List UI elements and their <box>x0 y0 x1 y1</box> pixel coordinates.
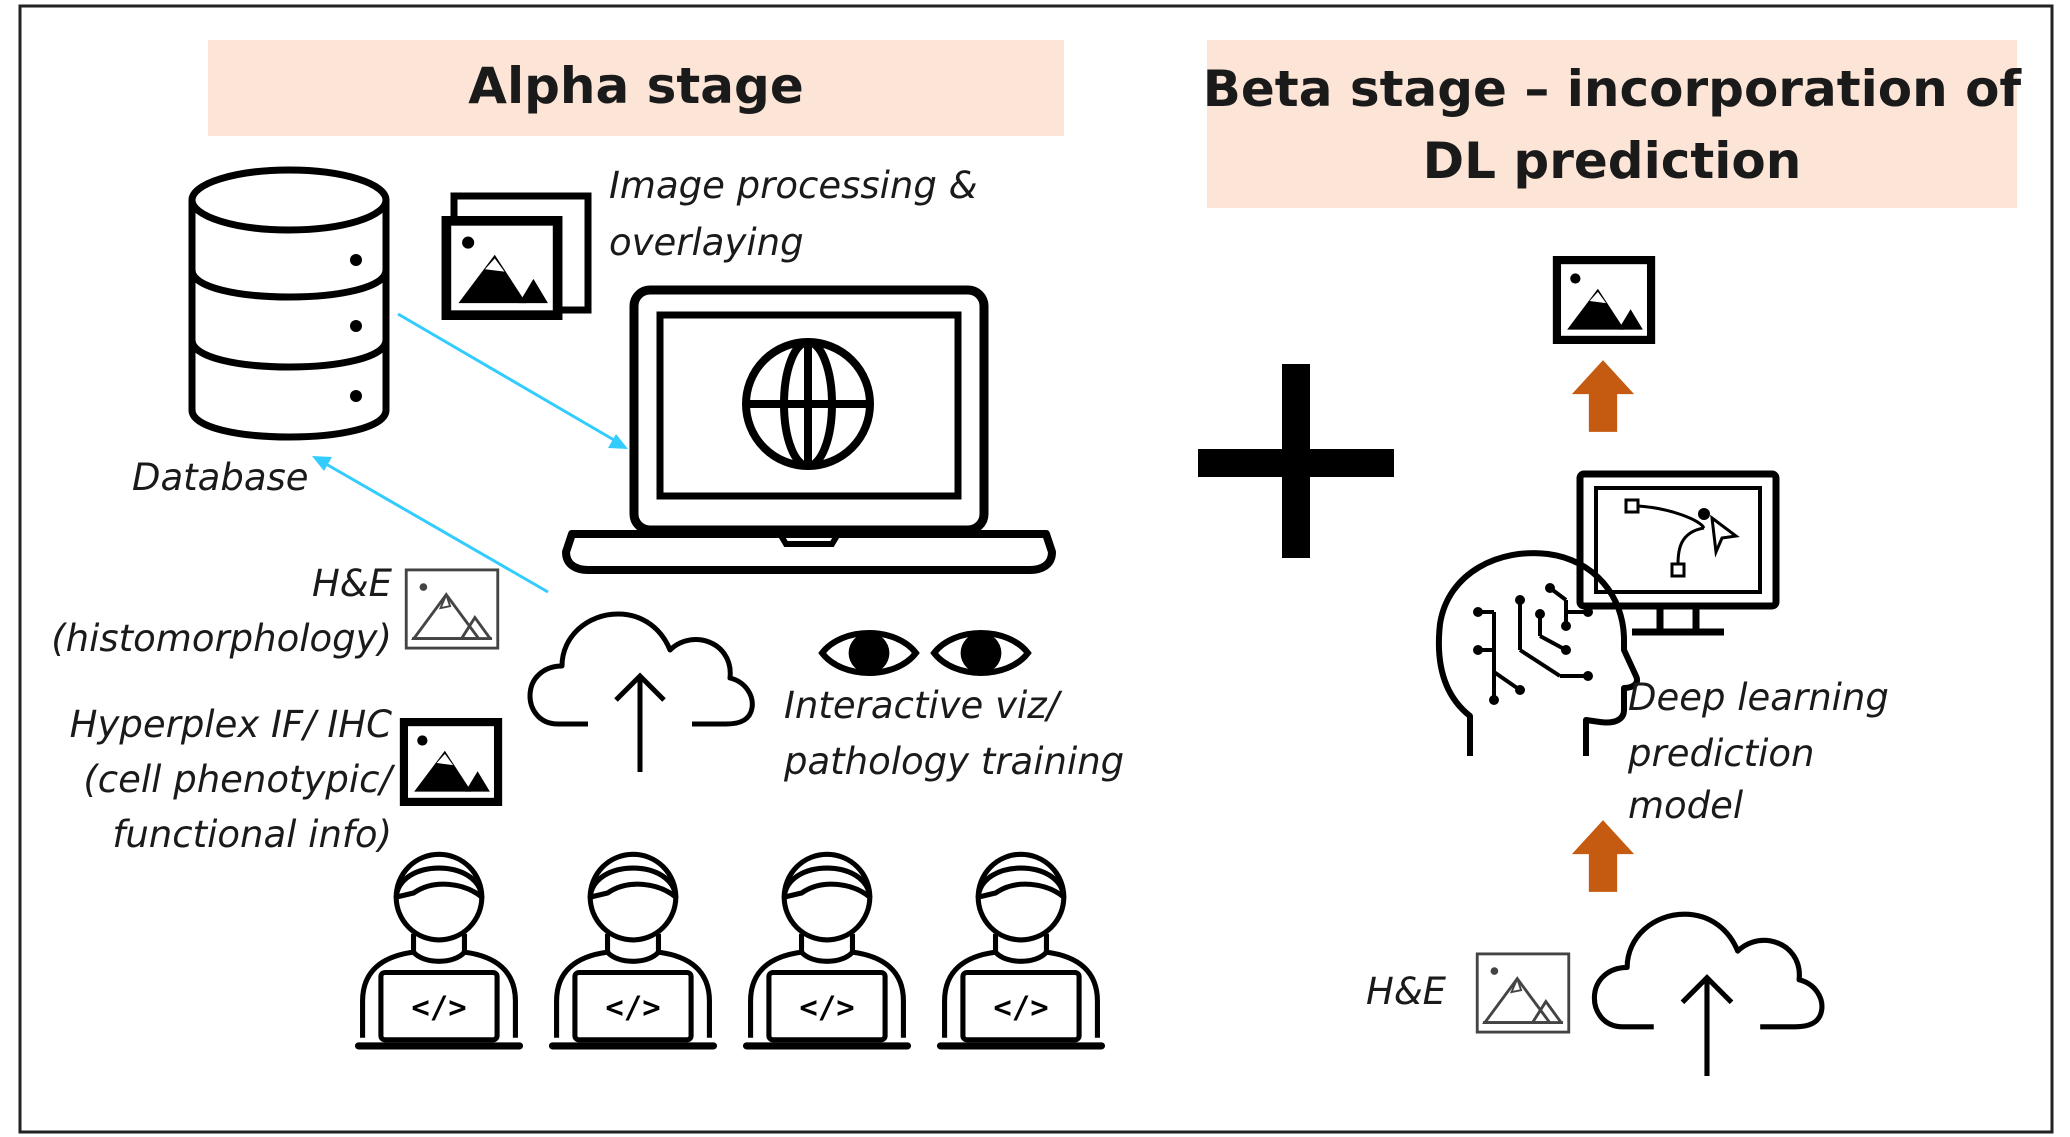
beta-output-image-icon <box>1557 260 1651 340</box>
hyperplex-image-icon <box>404 722 498 802</box>
alpha-header-box <box>208 40 1064 136</box>
eye-icon-left <box>822 633 916 674</box>
alpha-he-sublabel: (histomorphology) <box>51 617 392 660</box>
beta-header-box <box>1207 40 2017 208</box>
eye-icon-right <box>934 633 1028 674</box>
alpha-he-label: H&E <box>312 562 393 605</box>
beta-he-image-icon <box>1475 952 1571 1034</box>
database-label: Database <box>132 456 309 499</box>
monitor-vector-icon <box>1576 470 1780 636</box>
plus-icon <box>1198 364 1394 558</box>
hyperplex-label-line-3: functional info) <box>112 813 392 856</box>
laptop-globe-icon <box>562 285 1056 574</box>
dl-model-label-line-3: model <box>1628 784 1744 827</box>
hyperplex-label-line-2: (cell phenotypic/ <box>83 758 395 801</box>
he-image-icon <box>404 568 500 650</box>
globe-icon <box>742 338 874 470</box>
beta-he-label: H&E <box>1366 970 1447 1013</box>
ai-brain-icon <box>1435 550 1640 756</box>
blue-arrow-cloud-to-db <box>312 456 549 594</box>
blue-arrow-db-to-laptop <box>397 312 628 449</box>
interactive-label-line-2: pathology training <box>783 740 1124 783</box>
dl-model-label-line-2: prediction <box>1627 732 1814 775</box>
database-icon <box>188 166 390 441</box>
alpha-stage-title: Alpha stage <box>468 57 803 115</box>
image-processing-label-line-2: overlaying <box>609 221 804 264</box>
dl-model-label-line-1: Deep learning <box>1628 676 1889 719</box>
image-processing-label-line-1: Image processing & <box>609 164 977 207</box>
hyperplex-label-line-1: Hyperplex IF/ IHC <box>70 703 393 746</box>
image-stack-icon <box>446 192 592 315</box>
beta-stage-title-line-1: Beta stage – incorporation of <box>1203 60 2023 118</box>
interactive-label-line-1: Interactive viz/ <box>784 684 1063 727</box>
beta-stage-title-line-2: DL prediction <box>1423 132 1802 190</box>
